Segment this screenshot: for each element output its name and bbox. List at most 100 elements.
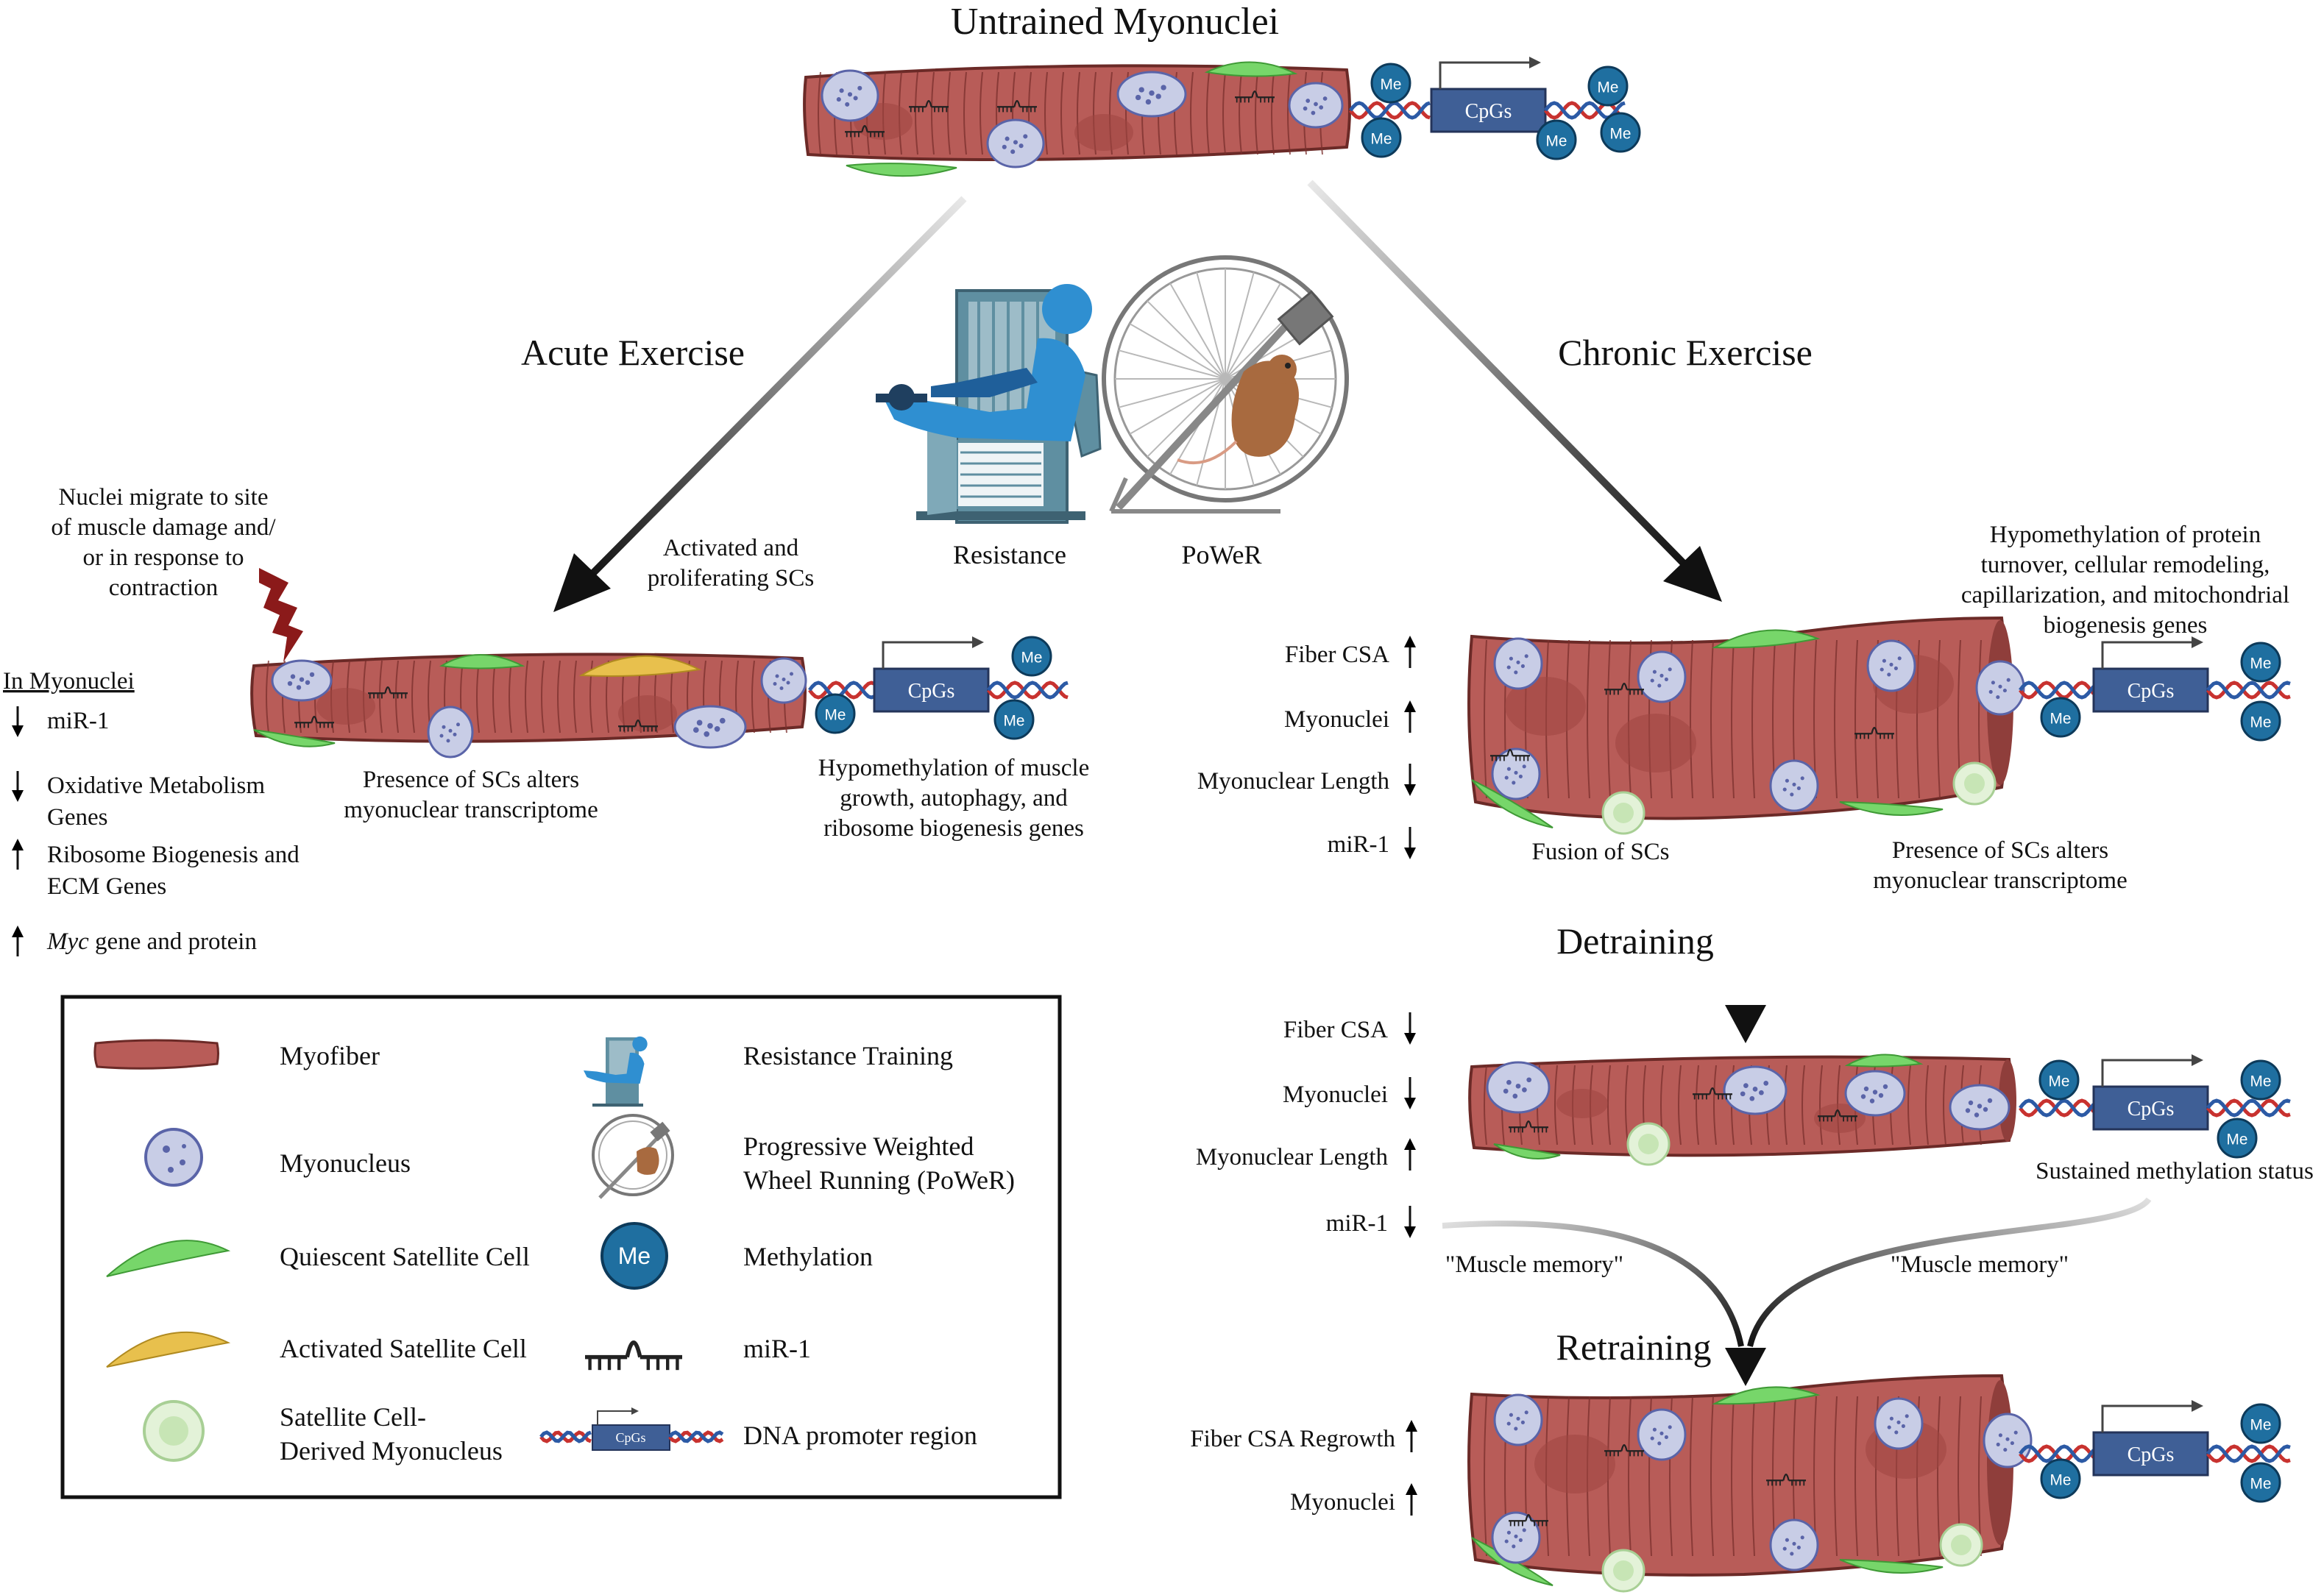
detraining-change-arrow xyxy=(1404,1206,1416,1238)
myonucleus xyxy=(1769,759,1819,812)
legend-left-label: Myofiber xyxy=(280,1041,380,1070)
retraining-arrow-head xyxy=(1725,1348,1766,1386)
myc-change-label: Myc gene and protein xyxy=(46,928,257,955)
cpg-label: CpGs xyxy=(908,680,955,703)
mir1-glyph xyxy=(294,715,335,728)
me-label: Me xyxy=(2250,1073,2272,1090)
striation xyxy=(1287,71,1291,155)
cpg-label: CpGs xyxy=(2128,680,2175,703)
wheel-spoke xyxy=(1196,271,1226,380)
legend-quiescent-sc-icon xyxy=(106,1240,231,1277)
acute-change-arrow xyxy=(12,839,24,870)
methylation-mark: Me xyxy=(2038,1059,2080,1101)
wheel-spoke xyxy=(1129,378,1226,435)
retraining-heading: Retraining xyxy=(1556,1326,1711,1368)
legend-methylation-icon: Me xyxy=(601,1222,668,1290)
cpg-label: CpGs xyxy=(2128,1098,2175,1120)
striation xyxy=(1484,1396,1487,1557)
chronic-hypomethylation-note: turnover, cellular remodeling, xyxy=(1981,552,2270,578)
striation xyxy=(1628,1396,1632,1557)
wheel-spoke xyxy=(1225,283,1281,380)
wheel-spoke xyxy=(1147,300,1226,380)
detraining-change-label: Myonuclear Length xyxy=(1196,1144,1389,1171)
striation xyxy=(1710,639,1714,799)
striation xyxy=(1190,71,1194,155)
methylation-mark: Me xyxy=(1600,112,1641,153)
me-label: Me xyxy=(2250,1416,2272,1433)
methylation-mark: Me xyxy=(2240,642,2281,683)
striation xyxy=(379,660,383,733)
striation xyxy=(751,660,755,733)
mir1-glyph xyxy=(845,124,885,138)
me-label: Me xyxy=(2050,1471,2072,1488)
striation xyxy=(589,660,593,733)
methylation-mark: Me xyxy=(1370,63,1411,104)
myonucleus xyxy=(1637,1408,1687,1461)
striation xyxy=(1854,1396,1858,1557)
legend-mir1-icon xyxy=(585,1340,683,1371)
retraining-change-arrow xyxy=(1406,1420,1417,1452)
legend-myonucleus-icon xyxy=(144,1128,203,1187)
fiber-shading xyxy=(1814,1104,1866,1133)
chronic-hypomethylation-note: capillarization, and mitochondrial xyxy=(1961,582,2289,608)
methylation-mark: Me xyxy=(2240,1059,2281,1101)
me-label: Me xyxy=(1021,649,1043,666)
acute-change-arrow xyxy=(12,926,24,956)
striation xyxy=(1802,1065,1805,1145)
me-label: Me xyxy=(1546,132,1567,149)
striation xyxy=(947,71,951,155)
striation xyxy=(1834,1396,1838,1557)
legend-left-label: Satellite Cell- xyxy=(280,1402,426,1432)
striation xyxy=(1607,639,1611,799)
myc-rest: gene and protein xyxy=(89,928,257,955)
me-label: Me xyxy=(1598,79,1619,96)
me-label: Me xyxy=(2250,655,2272,672)
striation xyxy=(1222,71,1226,155)
acute-change-label: miR-1 xyxy=(47,708,109,734)
legend-right-label: Methylation xyxy=(743,1242,873,1271)
wheel-spoke xyxy=(1225,271,1255,380)
mir1-glyph xyxy=(1490,748,1531,761)
acute-change-label: Oxidative Metabolism xyxy=(47,772,265,799)
retraining-change-label: Fiber CSA Regrowth xyxy=(1190,1426,1395,1452)
sustained-methylation-note: Sustained methylation status xyxy=(2036,1158,2314,1184)
power-label: PoWeR xyxy=(1181,540,1261,569)
striation xyxy=(266,660,269,733)
striation xyxy=(1731,639,1735,799)
sc-derived-myonucleus xyxy=(1626,1122,1671,1166)
striation xyxy=(979,71,983,155)
detraining-heading: Detraining xyxy=(1556,920,1714,962)
damage-migration-note: or in response to xyxy=(82,544,244,571)
me-label: Me xyxy=(2050,710,2072,727)
striation xyxy=(963,71,967,155)
me-label: Me xyxy=(1004,712,1025,729)
detraining-change-arrow xyxy=(1404,1138,1416,1171)
detraining-change-label: miR-1 xyxy=(1326,1210,1388,1237)
fiber-shading xyxy=(618,695,677,732)
legend-resistance-training-icon xyxy=(584,1036,648,1107)
mir1-glyph xyxy=(1604,1443,1645,1457)
acute-hypomethylation-note: ribosome biogenesis genes xyxy=(823,815,1084,842)
memory-curve-left xyxy=(1442,1221,1744,1347)
chronic-change-label: Myonuclear Length xyxy=(1197,768,1390,795)
striation xyxy=(1751,639,1755,799)
acute-arrow xyxy=(582,196,967,584)
chronic-change-label: miR-1 xyxy=(1328,831,1389,858)
striation xyxy=(1607,1065,1611,1145)
wheel-spoke xyxy=(1129,323,1226,380)
striation xyxy=(1239,71,1242,155)
methylation-mark: Me xyxy=(2040,697,2081,738)
legend-power-wheel-icon xyxy=(592,1114,674,1199)
me-label: Me xyxy=(825,706,846,723)
acute-change-label: ECM Genes xyxy=(47,873,166,900)
muscle-damage-lightning xyxy=(259,568,303,662)
myonucleus xyxy=(1874,1397,1924,1450)
acute-change-arrow xyxy=(12,706,24,737)
striation xyxy=(1044,71,1048,155)
myonucleus xyxy=(271,659,333,702)
chronic-presence-note: Presence of SCs alters xyxy=(1892,837,2108,864)
change-arrows xyxy=(12,636,1417,1516)
